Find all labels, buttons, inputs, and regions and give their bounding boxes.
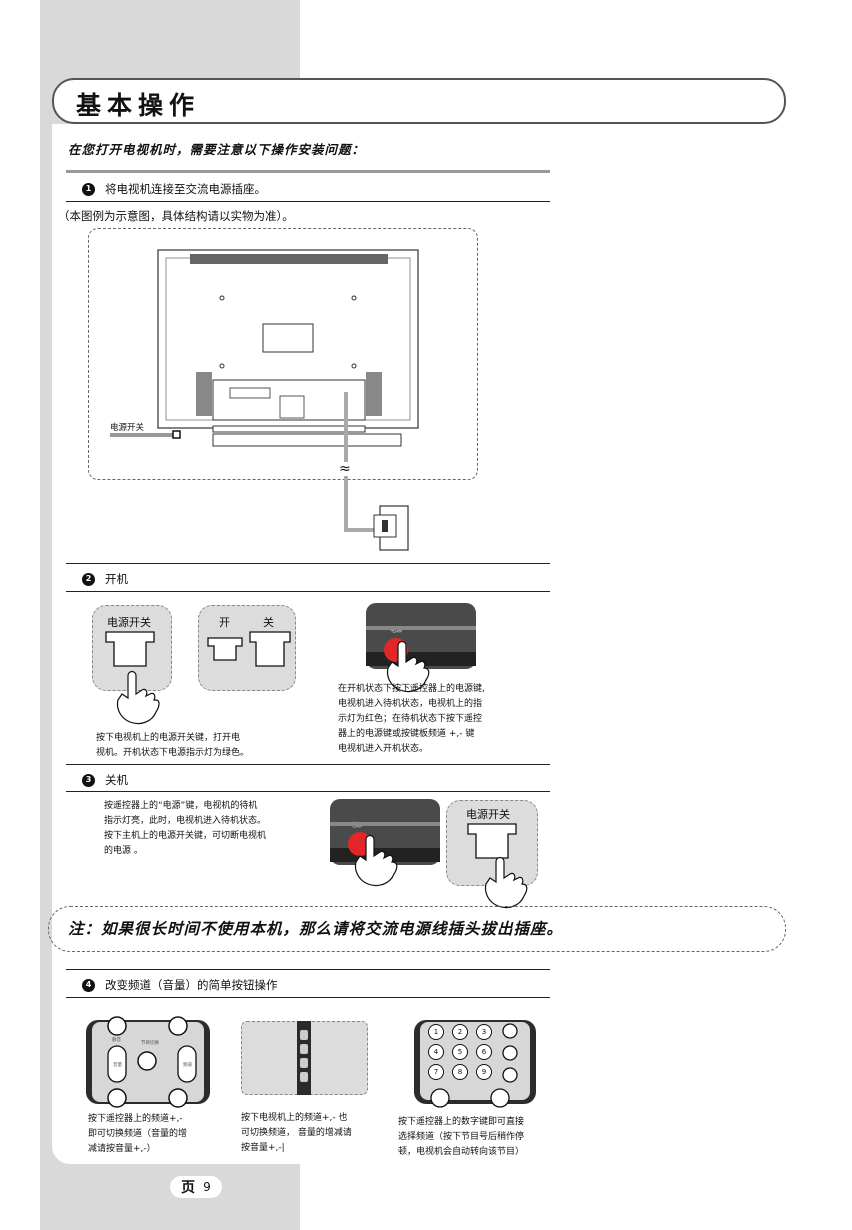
on-label: 开 bbox=[219, 616, 230, 629]
desc-line: 的电源 。 bbox=[104, 846, 143, 856]
step-number-icon: 2 bbox=[82, 572, 95, 586]
step3-heading: 3 关机 bbox=[82, 772, 128, 788]
desc-line: 在开机状态下按下遥控器上的电源键, bbox=[338, 684, 485, 694]
desc-line: 按下主机上的电源开关键，可切断电视机 bbox=[104, 831, 267, 841]
step2-left-desc: 按下电视机上的电源开关键，打开电 视机。开机状态下电源指示灯为绿色。 bbox=[96, 731, 249, 761]
step2-heading: 2 开机 bbox=[82, 571, 128, 587]
number-keypad: 1 2 3 4 5 6 7 8 9 bbox=[428, 1024, 500, 1080]
desc-line: 减请按音量+,-） bbox=[88, 1144, 156, 1154]
number-key[interactable]: 9 bbox=[476, 1064, 492, 1080]
step4-desc-2: 按下电视机上的频道+,- 也 可切换频道， 音量的增减请 按音量+,-| bbox=[241, 1111, 352, 1156]
step1-title: 将电视机连接至交流电源插座。 bbox=[105, 182, 266, 196]
step2-title: 开机 bbox=[105, 572, 128, 586]
tv-back-figure bbox=[88, 228, 478, 480]
number-key[interactable]: 4 bbox=[428, 1044, 444, 1060]
number-key[interactable]: 7 bbox=[428, 1064, 444, 1080]
desc-line: 顿，电视机会自动转向该节目） bbox=[398, 1147, 525, 1157]
desc-line: 指示灯亮，此时，电视机进入待机状态。 bbox=[104, 816, 267, 826]
divider bbox=[66, 997, 550, 998]
divider bbox=[66, 969, 550, 970]
number-key[interactable]: 1 bbox=[428, 1024, 444, 1040]
page-word: 页 bbox=[181, 1180, 196, 1196]
step4-desc-3: 按下遥控器上的数字键即可直接 选择频道（按下节目号后稍作停 顿，电视机会自动转向… bbox=[398, 1115, 524, 1160]
desc-line: 按下电视机上的频道+,- 也 bbox=[241, 1113, 348, 1123]
step4-title: 改变频道（音量）的简单按钮操作 bbox=[105, 978, 278, 992]
notice-text: 注：如果很长时间不使用本机，那么请将交流电源线插头拔出插座。 bbox=[68, 919, 564, 938]
step4-desc-1: 按下遥控器上的频道+,- 即可切换频道（音量的增 减请按音量+,-） bbox=[88, 1112, 187, 1157]
divider bbox=[66, 764, 550, 765]
number-key[interactable]: 2 bbox=[452, 1024, 468, 1040]
number-key[interactable]: 3 bbox=[476, 1024, 492, 1040]
tv-button-label: 电源 bbox=[390, 627, 403, 634]
desc-line: 按下遥控器上的频道+,- bbox=[88, 1114, 183, 1124]
desc-line: 按下电视机上的电源开关键，打开电 bbox=[96, 733, 241, 743]
title-frame bbox=[52, 78, 786, 124]
step3-desc: 按遥控器上的“电源”键，电视机的待机 指示灯亮，此时，电视机进入待机状态。 按下… bbox=[104, 799, 266, 859]
power-switch-label: 电源开关 bbox=[110, 423, 145, 433]
desc-line: 可切换频道， 音量的增减请 bbox=[241, 1128, 352, 1138]
number-key[interactable]: 6 bbox=[476, 1044, 492, 1060]
desc-line: 电视机进入待机状态，电视机上的指 bbox=[338, 699, 483, 709]
desc-line: 电视机进入开机状态。 bbox=[338, 744, 429, 754]
number-key[interactable]: 5 bbox=[452, 1044, 468, 1060]
step-number-icon: 3 bbox=[82, 773, 95, 787]
cord-break-symbol: ≈ bbox=[339, 461, 351, 477]
page-number-badge: 页 9 bbox=[170, 1176, 222, 1198]
page-title: 基本操作 bbox=[76, 91, 201, 120]
desc-line: 视机。开机状态下电源指示灯为绿色。 bbox=[96, 748, 250, 758]
step-number-icon: 4 bbox=[82, 978, 95, 992]
step4-heading: 4 改变频道（音量）的简单按钮操作 bbox=[82, 977, 278, 993]
remote-label-ch: 频道 bbox=[183, 1063, 192, 1068]
step-number-icon: 1 bbox=[82, 182, 95, 196]
desc-line: 即可切换频道（音量的增 bbox=[88, 1129, 188, 1139]
number-key[interactable]: 8 bbox=[452, 1064, 468, 1080]
intro-text: 在您打开电视机时，需要注意以下操作安装问题： bbox=[68, 142, 366, 157]
desc-line: 按音量+,-| bbox=[241, 1143, 285, 1153]
step3-title: 关机 bbox=[105, 773, 128, 787]
notice-frame bbox=[48, 906, 786, 952]
page-number: 9 bbox=[203, 1180, 211, 1194]
desc-line: 按遥控器上的“电源”键，电视机的待机 bbox=[104, 801, 258, 811]
divider bbox=[66, 201, 550, 202]
desc-line: 器上的电源键或按键板频道 +,- 键 bbox=[338, 729, 475, 739]
divider bbox=[66, 170, 550, 173]
step2-right-desc: 在开机状态下按下遥控器上的电源键, 电视机进入待机状态，电视机上的指 示灯为红色… bbox=[338, 682, 485, 757]
desc-line: 选择频道（按下节目号后稍作停 bbox=[398, 1132, 525, 1142]
step1-subnote: （本图例为示意图，具体结构请以实物为准）。 bbox=[58, 209, 294, 223]
divider bbox=[66, 591, 550, 592]
off-label: 关 bbox=[263, 616, 274, 629]
panel-label: 电源开关 bbox=[107, 616, 151, 629]
remote-label-swap: 节目切换 bbox=[141, 1041, 159, 1046]
divider bbox=[66, 563, 550, 564]
desc-line: 按下遥控器上的数字键即可直接 bbox=[398, 1117, 525, 1127]
desc-line: 示灯为红色；在待机状态下按下遥控 bbox=[338, 714, 483, 724]
remote-label-mute: 静音 bbox=[112, 1038, 121, 1043]
step1-heading: 1 将电视机连接至交流电源插座。 bbox=[82, 181, 266, 197]
panel-label: 电源开关 bbox=[466, 808, 510, 821]
divider bbox=[66, 791, 550, 792]
remote-label-vol: 音量 bbox=[113, 1063, 122, 1068]
